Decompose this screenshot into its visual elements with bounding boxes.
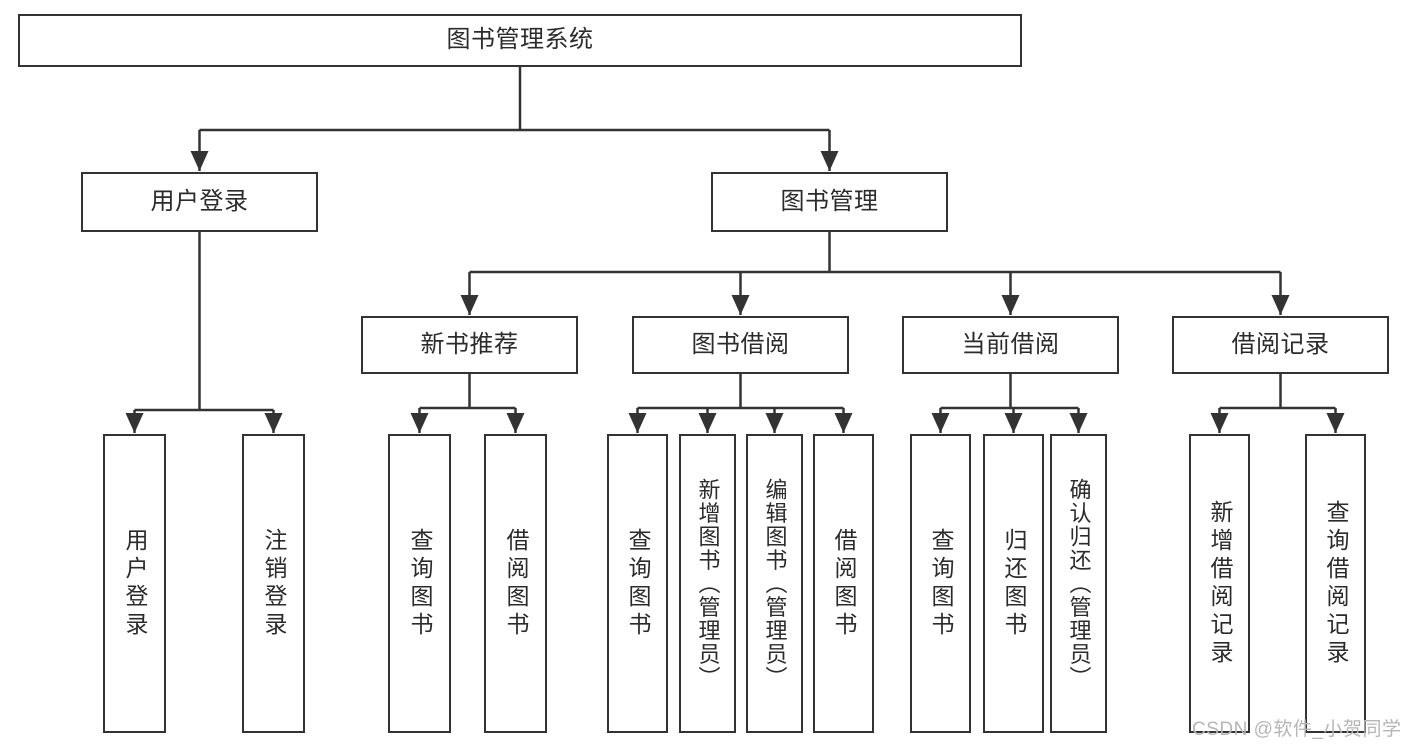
arrow-head [125, 413, 144, 433]
arrow-head [931, 413, 950, 433]
arrow-head [731, 295, 750, 315]
node-label: 借阅图书 [503, 527, 529, 640]
arrow-head [1069, 413, 1088, 433]
arrow-head [1004, 413, 1023, 433]
node-leaf-user-login[interactable]: 用户登录 [103, 434, 166, 733]
arrow-head [628, 413, 647, 433]
node-leaf-query-record[interactable]: 查询借阅记录 [1305, 434, 1366, 733]
node-leaf-query-book-1[interactable]: 查询图书 [388, 434, 451, 733]
arrow-head [698, 413, 717, 433]
node-label: 注销登录 [261, 527, 287, 640]
node-label: 图书管理系统 [446, 26, 594, 54]
node-label: 用户登录 [150, 187, 249, 215]
node-label: 当前借阅 [961, 330, 1060, 358]
arrow-head [834, 413, 853, 433]
node-label: 编辑图书（管理员） [762, 477, 788, 690]
node-leaf-logout[interactable]: 注销登录 [242, 434, 305, 733]
node-label: 用户登录 [122, 527, 148, 640]
node-label: 新书推荐 [420, 330, 519, 358]
node-new-book-rec[interactable]: 新书推荐 [361, 316, 578, 374]
node-label: 新增图书（管理员） [695, 477, 721, 690]
arrow-head [765, 413, 784, 433]
node-leaf-edit-book[interactable]: 编辑图书（管理员） [746, 434, 803, 733]
node-label: 图书管理 [780, 187, 879, 215]
node-leaf-confirm-return[interactable]: 确认归还（管理员） [1050, 434, 1107, 733]
node-leaf-return-book[interactable]: 归还图书 [983, 434, 1044, 733]
node-borrow-record[interactable]: 借阅记录 [1172, 316, 1389, 374]
arrow-head [190, 151, 209, 171]
node-leaf-add-book[interactable]: 新增图书（管理员） [679, 434, 736, 733]
arrow-head [506, 413, 525, 433]
arrow-head [410, 413, 429, 433]
node-root[interactable]: 图书管理系统 [18, 14, 1022, 67]
node-leaf-add-record[interactable]: 新增借阅记录 [1189, 434, 1250, 733]
node-label: 查询图书 [407, 527, 433, 640]
node-leaf-query-book-2[interactable]: 查询图书 [607, 434, 668, 733]
node-label: 图书借阅 [691, 330, 790, 358]
arrow-head [1001, 295, 1020, 315]
arrow-head [1326, 413, 1345, 433]
node-label: 借阅图书 [831, 527, 857, 640]
node-leaf-query-book-3[interactable]: 查询图书 [910, 434, 971, 733]
node-label: 新增借阅记录 [1207, 499, 1233, 668]
node-user-login[interactable]: 用户登录 [81, 172, 318, 232]
node-label: 确认归还（管理员） [1066, 477, 1092, 690]
node-leaf-borrow-book-2[interactable]: 借阅图书 [813, 434, 874, 733]
node-label: 查询图书 [625, 527, 651, 640]
arrow-head [264, 413, 283, 433]
arrow-head [820, 151, 839, 171]
arrow-head [1210, 413, 1229, 433]
arrow-head [1271, 295, 1290, 315]
node-book-manage[interactable]: 图书管理 [711, 172, 948, 232]
node-leaf-borrow-book-1[interactable]: 借阅图书 [484, 434, 547, 733]
node-label: 查询图书 [928, 527, 954, 640]
node-label: 借阅记录 [1231, 330, 1330, 358]
arrow-head [460, 295, 479, 315]
node-current-borrow[interactable]: 当前借阅 [902, 316, 1119, 374]
node-book-borrow[interactable]: 图书借阅 [632, 316, 849, 374]
node-label: 查询借阅记录 [1323, 499, 1349, 668]
watermark: CSDN @软件_小贺同学 [1192, 719, 1402, 740]
node-label: 归还图书 [1001, 527, 1027, 640]
